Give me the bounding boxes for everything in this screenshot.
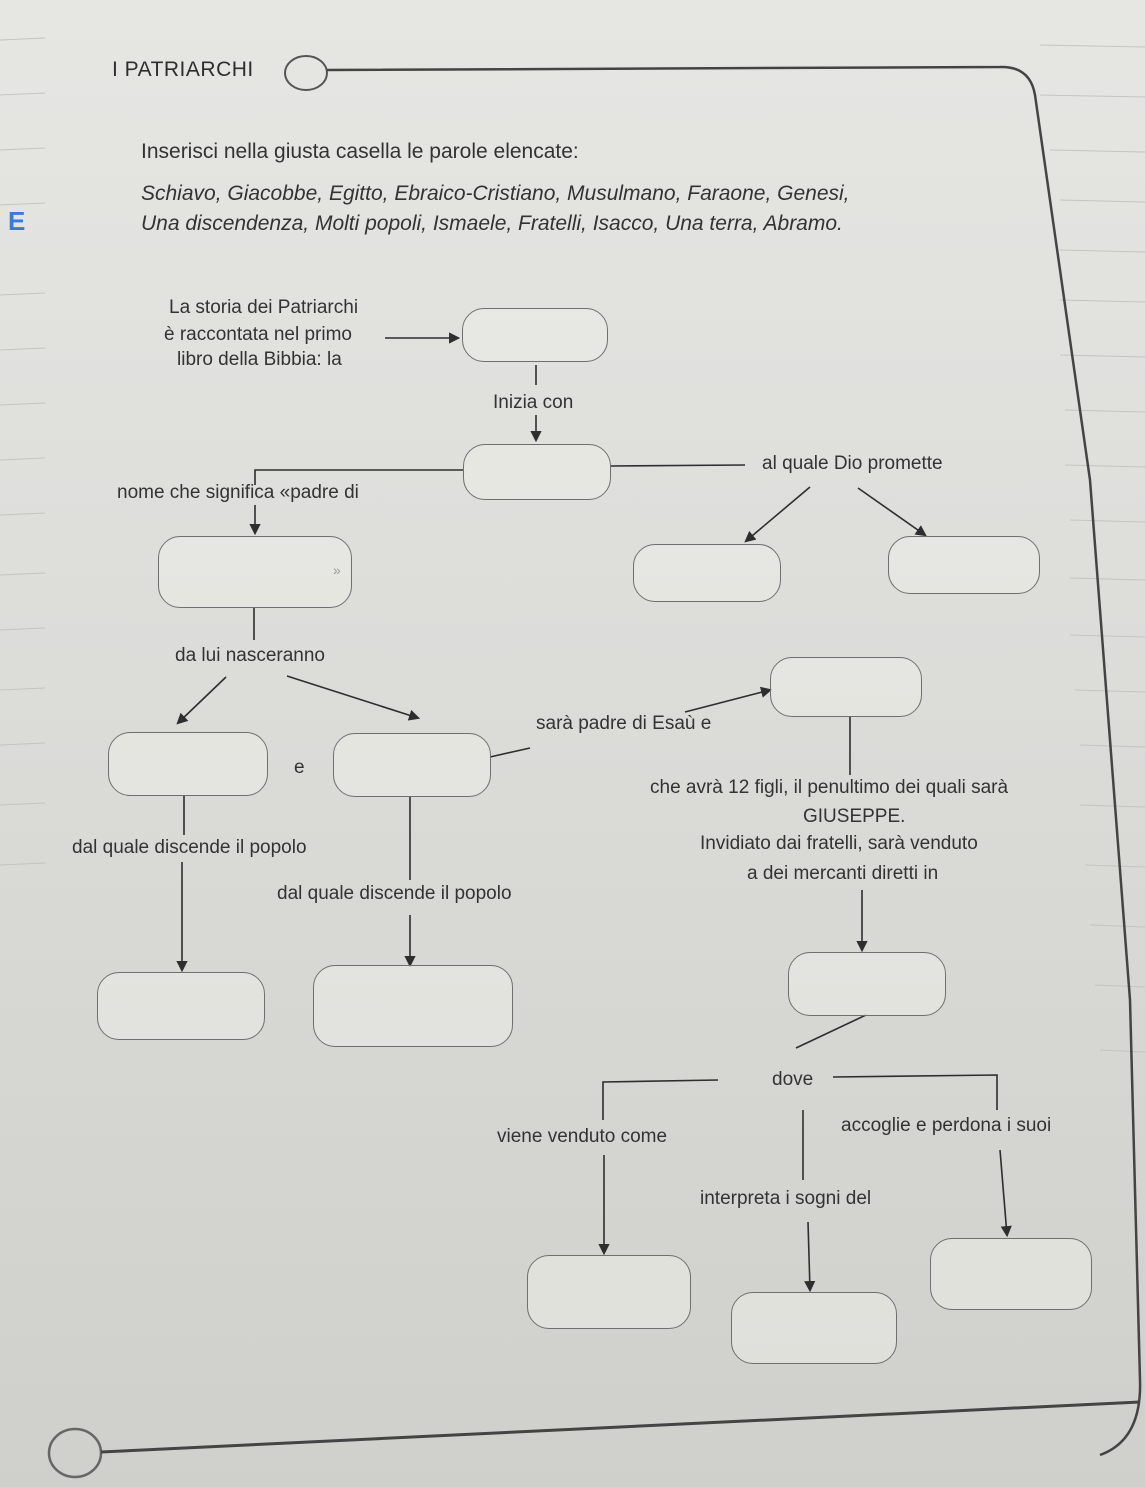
word-list-line-2: Una discendenza, Molti popoli, Ismaele, … bbox=[141, 212, 843, 235]
label-sara-padre: sarà padre di Esaù e bbox=[536, 713, 712, 734]
label-dodici-figli: che avrà 12 figli, il penultimo dei qual… bbox=[650, 777, 1009, 798]
answer-box-promessa-2[interactable] bbox=[888, 536, 1040, 594]
intro-line-3: libro della Bibbia: la bbox=[177, 349, 342, 370]
answer-box-padre-di[interactable] bbox=[158, 536, 352, 608]
answer-box-destinazione[interactable] bbox=[788, 952, 946, 1016]
instruction-text: Inserisci nella giusta casella le parole… bbox=[141, 140, 579, 163]
label-accoglie: accoglie e perdona i suoi bbox=[841, 1115, 1052, 1136]
answer-box-figlio-isacco[interactable] bbox=[770, 657, 922, 717]
label-discende-1: dal quale discende il popolo bbox=[72, 837, 307, 858]
intro-line-1: La storia dei Patriarchi bbox=[169, 297, 359, 318]
label-dio-promette: al quale Dio promette bbox=[762, 453, 943, 474]
label-e: e bbox=[294, 757, 305, 778]
answer-box-libro[interactable] bbox=[462, 308, 608, 362]
label-discende-2: dal quale discende il popolo bbox=[277, 883, 512, 904]
answer-box-accoglie[interactable] bbox=[930, 1238, 1092, 1310]
answer-box-promessa-1[interactable] bbox=[633, 544, 781, 602]
intro-line-2: è raccontata nel primo bbox=[164, 324, 352, 345]
answer-box-patriarca[interactable] bbox=[463, 444, 611, 500]
label-da-lui: da lui nasceranno bbox=[175, 645, 325, 666]
label-venduto-come: viene venduto come bbox=[497, 1126, 668, 1147]
label-invidiato: Invidiato dai fratelli, sarà venduto bbox=[700, 833, 978, 854]
answer-box-figlio-2[interactable] bbox=[333, 733, 491, 797]
label-nome-padre: nome che significa «padre di bbox=[117, 482, 359, 503]
label-interpreta: interpreta i sogni del bbox=[700, 1188, 872, 1209]
answer-box-venduto-come[interactable] bbox=[527, 1255, 691, 1329]
label-mercanti: a dei mercanti diretti in bbox=[747, 863, 939, 884]
label-dove: dove bbox=[772, 1069, 814, 1090]
page-title: I PATRIARCHI bbox=[112, 58, 254, 81]
answer-box-popolo-2[interactable] bbox=[313, 965, 513, 1047]
answer-box-sogni[interactable] bbox=[731, 1292, 897, 1364]
word-list-line-1: Schiavo, Giacobbe, Egitto, Ebraico-Crist… bbox=[141, 182, 850, 205]
answer-box-figlio-1[interactable] bbox=[108, 732, 268, 796]
label-inizia-con: Inizia con bbox=[493, 392, 574, 413]
e-letter-marker: E bbox=[8, 206, 26, 236]
answer-box-popolo-1[interactable] bbox=[97, 972, 265, 1040]
label-giuseppe: GIUSEPPE. bbox=[803, 806, 906, 827]
